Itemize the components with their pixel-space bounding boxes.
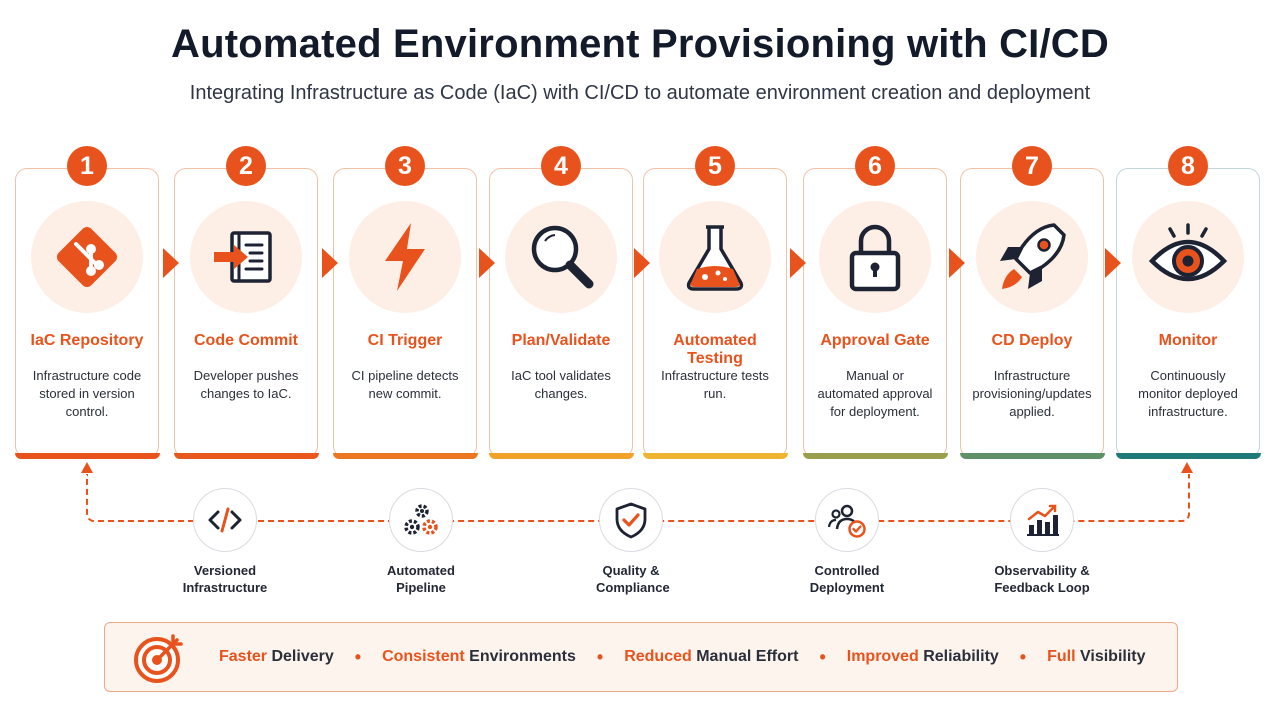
lock-icon	[819, 201, 931, 313]
step-description: Manual or automated approval for deploym…	[817, 368, 933, 419]
step-description: Infrastructure provisioning/updates appl…	[972, 368, 1092, 419]
step-title: CI Trigger	[367, 332, 443, 349]
lightning-icon	[349, 201, 461, 313]
step-description: CI pipeline detects new commit.	[351, 368, 459, 401]
benefits-banner: Faster Delivery • Consistent Environment…	[104, 622, 1178, 692]
separator-dot: •	[819, 646, 826, 667]
magnifier-icon	[505, 201, 617, 313]
step-title: IaC Repository	[30, 332, 144, 349]
step-progress-bar	[173, 452, 319, 459]
feature-label: Controlled Deployment	[809, 563, 885, 595]
step-progress-bar	[959, 452, 1105, 459]
step-title: Plan/Validate	[511, 332, 611, 349]
step-number-badge: 3	[385, 146, 425, 186]
step-description: Developer pushes changes to IaC.	[193, 368, 299, 401]
rocket-icon	[976, 201, 1088, 313]
benefit-item: Consistent Environments	[382, 648, 576, 665]
flow-arrow-icon	[790, 248, 806, 278]
benefits-list: Faster Delivery • Consistent Environment…	[219, 623, 1146, 691]
shield-check-icon	[599, 488, 663, 552]
step-card-ci-trigger: CI Trigger CI pipeline detects new commi…	[332, 168, 478, 459]
flow-arrow-icon	[1105, 248, 1121, 278]
step-card-cd-deploy: CD Deploy Infrastructure provisioning/up…	[959, 168, 1105, 459]
separator-dot: •	[1019, 646, 1027, 667]
step-description: IaC tool validates changes.	[511, 368, 611, 401]
flow-arrow-icon	[322, 248, 338, 278]
step-progress-bar	[332, 452, 478, 459]
team-check-icon	[815, 488, 879, 552]
step-title: Monitor	[1158, 332, 1218, 349]
step-number-badge: 6	[855, 146, 895, 186]
step-number-badge: 5	[695, 146, 735, 186]
flow-arrow-icon	[479, 248, 495, 278]
step-progress-bar	[488, 452, 634, 459]
step-title: Approval Gate	[820, 332, 930, 349]
commit-icon	[190, 201, 302, 313]
feature-label: Automated Pipeline	[387, 563, 455, 595]
git-icon	[31, 201, 143, 313]
separator-dot: •	[596, 646, 604, 667]
step-card-code-commit: Code Commit Developer pushes changes to …	[173, 168, 319, 459]
step-description: Infrastructure code stored in version co…	[32, 368, 142, 419]
step-card-monitor: Monitor Continuously monitor deployed in…	[1115, 168, 1261, 459]
step-number-badge: 1	[67, 146, 107, 186]
step-progress-bar	[1115, 452, 1261, 459]
step-card-automated-testing: Automated Testing Infrastructure tests r…	[642, 168, 788, 459]
flow-arrow-icon	[163, 248, 179, 278]
step-number-badge: 4	[541, 146, 581, 186]
step-number-badge: 2	[226, 146, 266, 186]
step-progress-bar	[802, 452, 948, 459]
code-icon	[193, 488, 257, 552]
feature-label: Versioned Infrastructure	[182, 563, 268, 595]
benefit-item: Faster Delivery	[219, 648, 334, 665]
eye-icon	[1132, 201, 1244, 313]
flow-arrow-icon	[949, 248, 965, 278]
step-progress-bar	[14, 452, 160, 459]
separator-dot: •	[354, 646, 362, 667]
step-title: Automated Testing	[673, 332, 757, 367]
page-subtitle: Integrating Infrastructure as Code (IaC)…	[189, 82, 1091, 104]
step-card-plan-validate: Plan/Validate IaC tool validates changes…	[488, 168, 634, 459]
step-progress-bar	[642, 452, 788, 459]
benefit-item: Reduced Manual Effort	[624, 648, 799, 665]
step-description: Continuously monitor deployed infrastruc…	[1138, 368, 1238, 419]
arrowhead-up-icon	[1181, 462, 1193, 473]
gears-icon	[389, 488, 453, 552]
flow-arrow-icon	[634, 248, 650, 278]
step-title: Code Commit	[194, 332, 298, 349]
feature-label: Observability & Feedback Loop	[994, 563, 1090, 595]
feature-label: Quality & Compliance	[596, 563, 670, 595]
step-number-badge: 8	[1168, 146, 1208, 186]
step-card-iac-repository: IaC Repository Infrastructure code store…	[14, 168, 160, 459]
step-number-badge: 7	[1012, 146, 1052, 186]
target-icon	[134, 634, 183, 683]
flask-icon	[659, 201, 771, 313]
step-title: CD Deploy	[991, 332, 1073, 349]
step-card-approval-gate: Approval Gate Manual or automated approv…	[802, 168, 948, 459]
benefit-item: Improved Reliability	[846, 648, 999, 665]
step-description: Infrastructure tests run.	[661, 368, 769, 401]
chart-trend-icon	[1010, 488, 1074, 552]
benefit-item: Full Visibility	[1047, 648, 1146, 665]
arrowhead-up-icon	[81, 462, 93, 473]
page-title: Automated Environment Provisioning with …	[171, 22, 1109, 66]
